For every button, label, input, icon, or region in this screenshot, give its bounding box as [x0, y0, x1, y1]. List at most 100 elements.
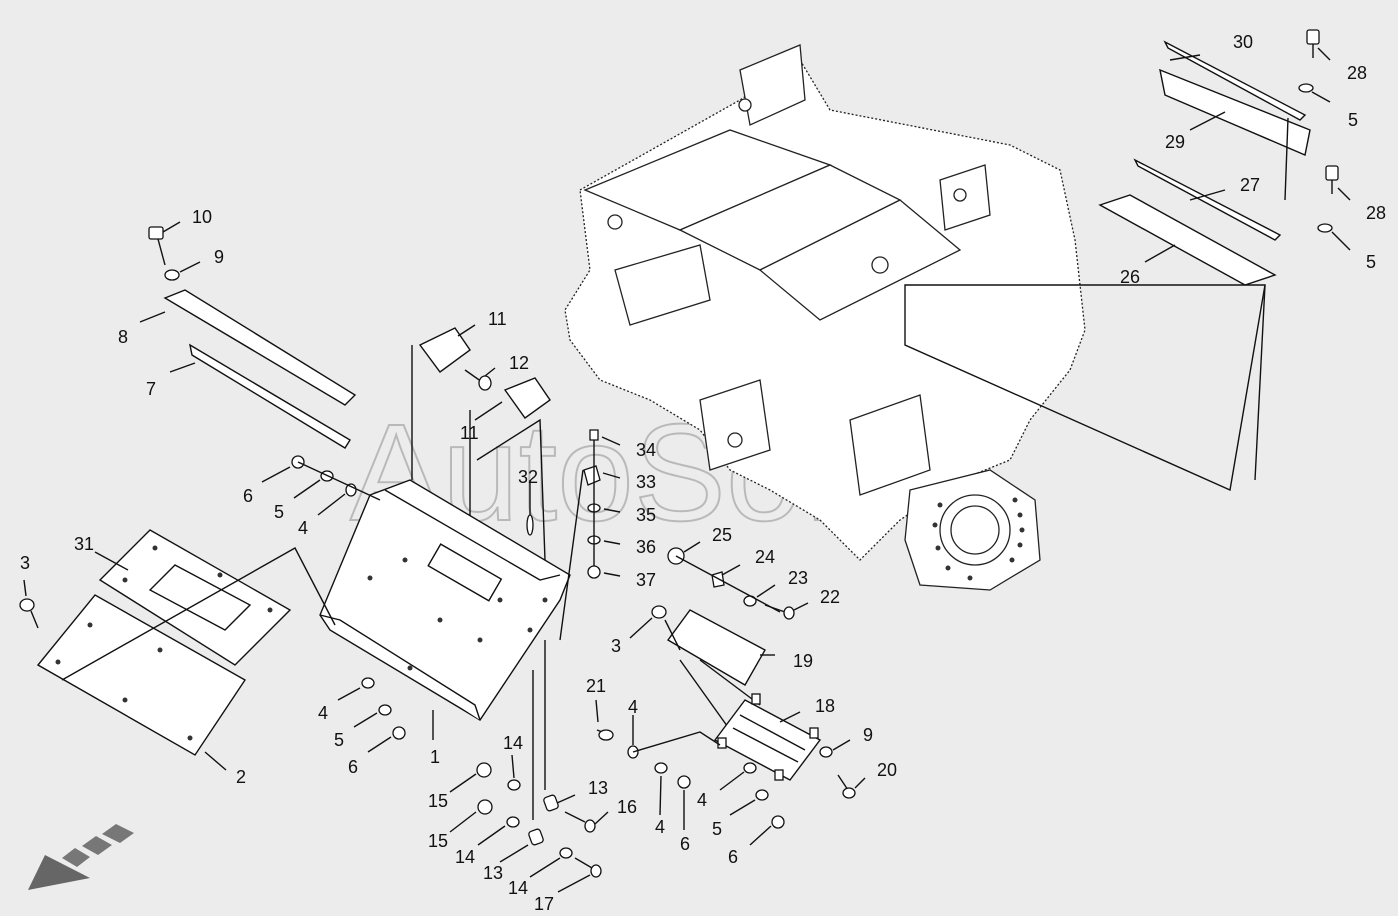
leader-line-c35: [603, 508, 621, 513]
leader-line-c24: [721, 564, 741, 576]
callout-label-c5a: 5: [1348, 110, 1358, 130]
leader-line-c21: [595, 699, 599, 723]
leader-line-c6a: [261, 466, 291, 483]
leader-line-c13b: [499, 844, 529, 863]
callout-label-c27: 27: [1240, 175, 1260, 195]
leader-line-c23: [756, 584, 776, 598]
bolt-10: [148, 226, 180, 281]
callout-label-c15a: 15: [428, 791, 448, 811]
leader-line-c8: [139, 311, 166, 323]
bolt-28a: [1298, 29, 1320, 93]
callout-label-c15b: 15: [428, 831, 448, 851]
leader-line-c5b: [1331, 231, 1351, 251]
callout-label-c4e: 4: [697, 790, 707, 810]
callout-label-c5e: 5: [712, 819, 722, 839]
bolts-9-20: [819, 746, 856, 799]
leader-line-c15b: [449, 811, 477, 833]
callout-label-c4b: 4: [318, 703, 328, 723]
leader-line-c4e: [719, 771, 745, 791]
bolt-28b: [1317, 165, 1339, 233]
direction-arrow-icon: [28, 824, 134, 890]
leader-line-c25: [683, 541, 701, 553]
bracket-18: [713, 693, 822, 781]
leader-line-c5a: [1311, 91, 1331, 103]
leader-line-c15a: [449, 773, 477, 793]
plate-27: [1098, 158, 1282, 286]
callout-label-c28a: 28: [1347, 63, 1367, 83]
callout-label-c6c: 6: [680, 834, 690, 854]
rail-8: [163, 289, 357, 449]
bracket-stack: [559, 429, 601, 641]
leader-line-c3b: [629, 617, 653, 639]
plate-11: [411, 327, 551, 561]
callout-label-c14b: 14: [455, 847, 475, 867]
leader-line-c30: [1169, 54, 1201, 61]
callout-label-c6d: 6: [728, 847, 738, 867]
hardware-13-17: [476, 640, 602, 878]
hardware-22-25: [667, 547, 795, 620]
callout-label-c10: 10: [192, 207, 212, 227]
callout-label-c28b: 28: [1366, 203, 1386, 223]
callout-label-c22: 22: [820, 587, 840, 607]
callout-label-c17: 17: [534, 894, 554, 914]
machine-frame: [564, 44, 1086, 591]
callout-label-c32: 32: [518, 467, 538, 487]
callout-label-c2: 2: [236, 767, 246, 787]
callout-label-c19: 19: [793, 651, 813, 671]
leader-line-c36: [603, 540, 621, 545]
leader-line-c26: [1144, 244, 1176, 263]
leader-line-c9b: [832, 739, 851, 751]
leader-line-c20: [854, 777, 866, 789]
leader-line-c14c: [529, 857, 561, 878]
leader-line-c5d: [353, 712, 378, 728]
callout-label-c6a: 6: [243, 486, 253, 506]
callout-label-c35: 35: [636, 505, 656, 525]
callout-label-c1: 1: [430, 747, 440, 767]
leader-line-c6b: [367, 736, 392, 753]
hardware-21-group: [596, 729, 785, 829]
callout-label-c30: 30: [1233, 32, 1253, 52]
callout-label-c25: 25: [712, 525, 732, 545]
callout-label-c13b: 13: [483, 863, 503, 883]
leader-line-c11a: [457, 324, 476, 337]
plate-19: [651, 605, 766, 731]
callout-label-c9b: 9: [863, 725, 873, 745]
callout-label-c11a: 11: [488, 309, 507, 329]
callout-label-c14a: 14: [503, 733, 523, 753]
leader-line-c11b: [474, 401, 503, 421]
callout-label-c6b: 6: [348, 757, 358, 777]
leader-line-c9a: [179, 261, 201, 273]
leader-line-c16: [594, 811, 609, 825]
callout-label-c23: 23: [788, 568, 808, 588]
plate-31: [98, 529, 292, 666]
callout-label-c3a: 3: [20, 553, 30, 573]
callout-label-c16: 16: [617, 797, 637, 817]
cover-outline: [904, 284, 1266, 492]
bolt-3a: [19, 598, 39, 629]
leader-line-c14b: [477, 825, 506, 846]
leader-line-c33: [602, 472, 621, 479]
callout-label-c9a: 9: [214, 247, 224, 267]
callout-label-c26: 26: [1120, 267, 1140, 287]
callout-label-c5d: 5: [334, 730, 344, 750]
callout-label-c24: 24: [755, 547, 775, 567]
leader-line-c4d: [659, 775, 662, 816]
callout-label-c5b: 5: [1366, 252, 1376, 272]
leader-line-c7: [169, 362, 196, 373]
callout-label-c13a: 13: [588, 778, 608, 798]
hardware-set-lower: [361, 677, 406, 740]
callout-label-c12: 12: [509, 353, 529, 373]
leader-line-c31: [94, 551, 129, 571]
callout-label-c14c: 14: [508, 878, 528, 898]
plate-30: [1159, 40, 1311, 201]
pin-32: [526, 480, 534, 536]
leader-line-c4b: [337, 687, 361, 701]
leader-line-c28b: [1337, 187, 1351, 201]
leader-line-c37: [603, 572, 621, 577]
leader-line-c22: [793, 602, 809, 611]
leader-line-c2: [204, 751, 227, 771]
callout-label-c20: 20: [877, 760, 897, 780]
leader-line-c12: [484, 367, 496, 377]
leader-line-c13a: [556, 794, 576, 804]
